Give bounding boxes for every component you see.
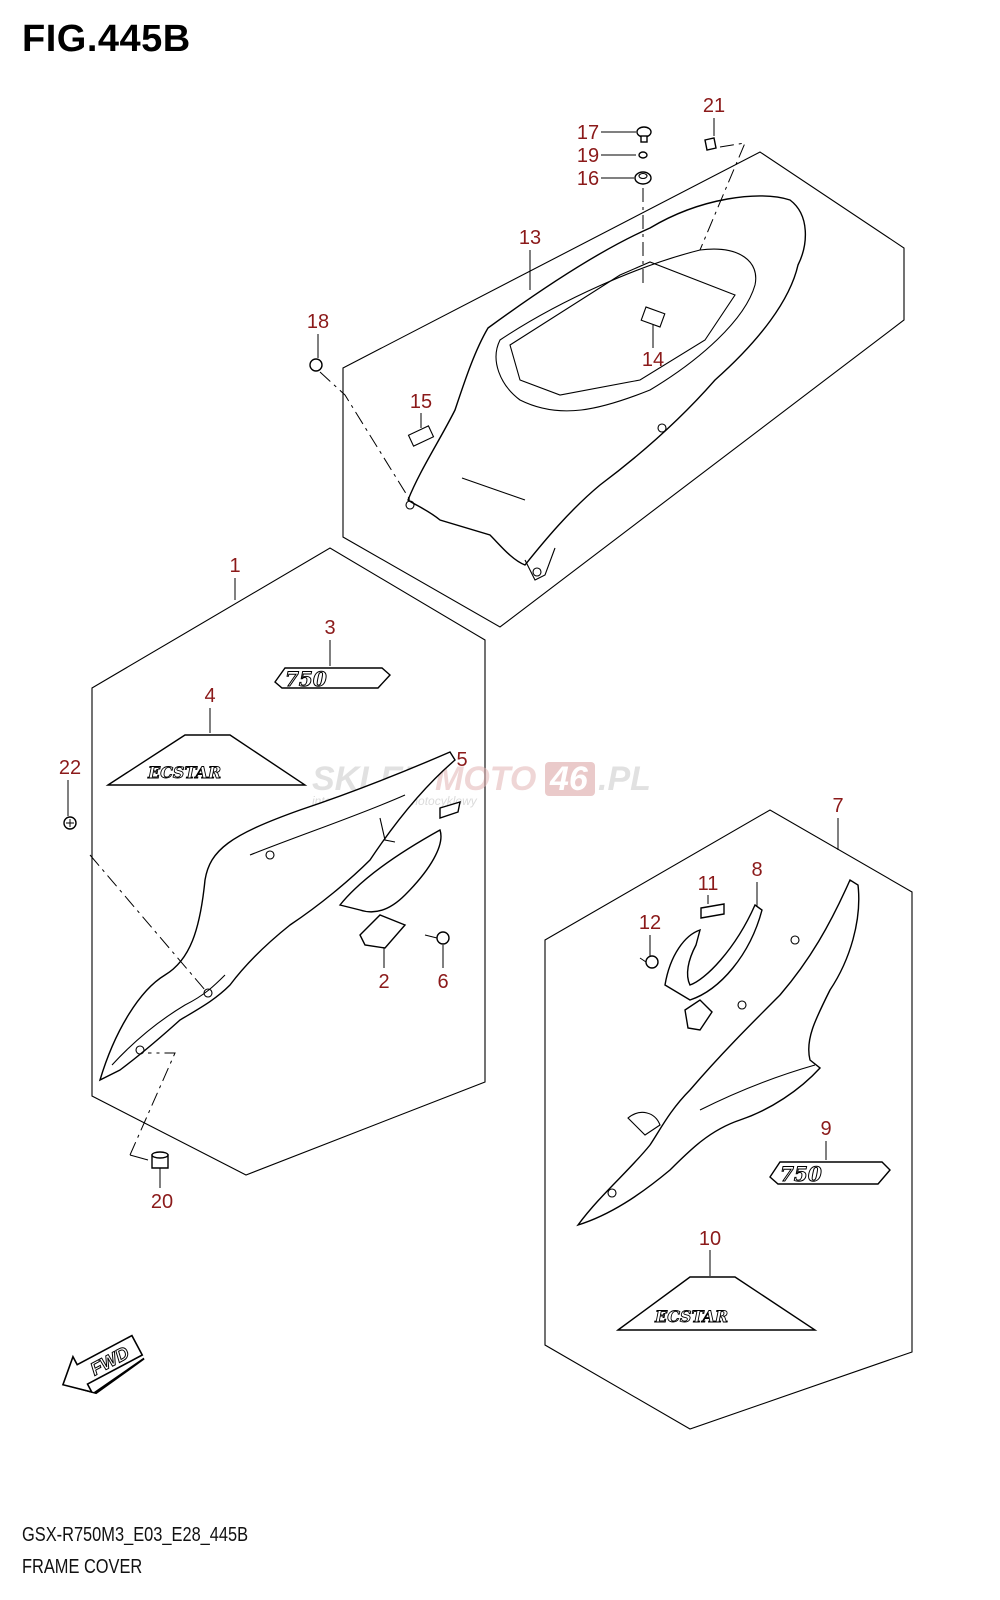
label-14 (640, 306, 666, 328)
emblem-4-text: ECSTAR (147, 763, 221, 782)
screw-21 (704, 137, 717, 151)
callout-7: 7 (832, 795, 843, 817)
label-5 (439, 800, 461, 819)
fwd-arrow-icon: FWD (61, 1334, 145, 1395)
watermark-badge (545, 762, 595, 796)
callout-14: 14 (642, 349, 664, 371)
emblem-4: ECSTAR (105, 734, 308, 786)
group-box-7 (544, 809, 913, 1430)
screw-12 (639, 955, 659, 969)
figure-name: FRAME COVER (22, 1556, 143, 1578)
grommet-20 (151, 1151, 169, 1169)
callout-5: 5 (456, 749, 467, 771)
bracket-2 (338, 828, 442, 949)
callout-11: 11 (698, 873, 719, 895)
callout-20: 20 (151, 1191, 173, 1213)
callout-18: 18 (307, 311, 329, 333)
label-11 (700, 903, 725, 919)
emblem-3-text: 750 (285, 667, 327, 691)
watermark-text-mid: MOTO (435, 760, 536, 798)
callout-3: 3 (324, 617, 335, 639)
callout-22: 22 (59, 757, 81, 779)
watermark-text-right: .PL (598, 760, 651, 798)
callout-8: 8 (751, 859, 762, 881)
callout-12: 12 (639, 912, 661, 934)
washer-19 (638, 151, 648, 159)
bolt-18 (309, 358, 323, 372)
seat-tail-cover (405, 195, 807, 581)
emblem-10-text: ECSTAR (654, 1307, 728, 1326)
callout-17: 17 (577, 122, 599, 144)
watermark-badge-text: 46 (549, 760, 589, 798)
callout-1: 1 (229, 555, 240, 577)
callout-2: 2 (378, 971, 389, 993)
bracket-8 (664, 903, 763, 1031)
callout-4: 4 (204, 685, 215, 707)
frame-cover-right (576, 878, 860, 1227)
emblem-9-text: 750 (780, 1162, 822, 1186)
hardware-top (309, 126, 717, 372)
leader-lines (67, 118, 839, 1276)
callout-6: 6 (437, 971, 448, 993)
screw-22 (63, 816, 77, 830)
frame-cover-left (98, 751, 461, 1082)
callout-21: 21 (703, 95, 725, 117)
callout-16: 16 (577, 168, 599, 190)
callout-9: 9 (820, 1118, 831, 1140)
figure-title: FIG.445B (22, 18, 191, 60)
callout-numbers: 1 2 3 4 5 6 7 8 9 10 11 12 13 14 15 16 1… (59, 95, 844, 1250)
emblem-3: 750 (274, 667, 392, 692)
model-code: GSX-R750M3_E03_E28_445B (22, 1524, 249, 1546)
callout-19: 19 (577, 145, 599, 167)
callout-15: 15 (410, 391, 432, 413)
group-box-13 (342, 151, 905, 628)
group-box-1 (91, 547, 486, 1176)
callout-13: 13 (519, 227, 541, 249)
screw-6 (424, 931, 450, 945)
emblem-9: 750 (769, 1161, 891, 1187)
emblem-10: ECSTAR (615, 1276, 818, 1331)
label-15 (407, 425, 435, 447)
callout-10: 10 (699, 1228, 721, 1250)
